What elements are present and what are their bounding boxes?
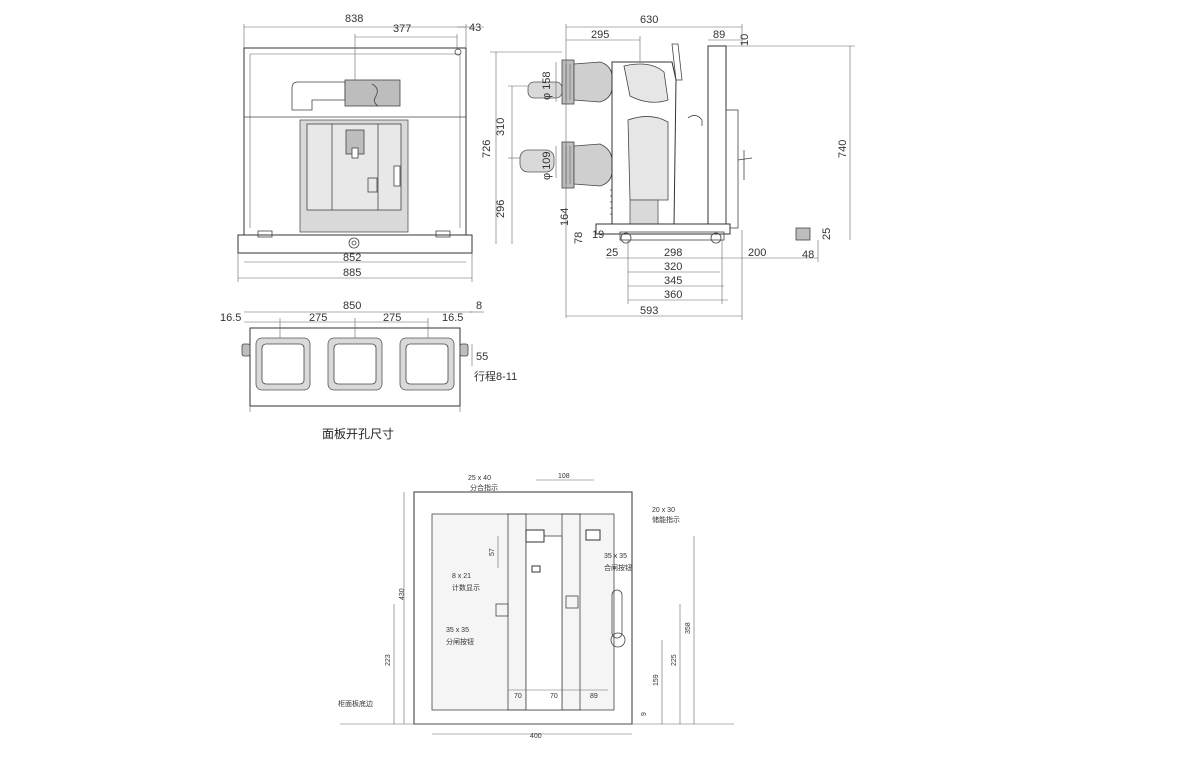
label-20x30-size: 20 x 30 <box>652 507 675 514</box>
label-open-name: 分闸按钮 <box>446 637 474 646</box>
phi-158: φ 158 <box>541 71 553 100</box>
dim-70-right: 70 <box>550 693 558 700</box>
dim-298: 298 <box>664 247 682 259</box>
label-25x40-size: 25 x 40 <box>468 475 491 482</box>
open-button-35x35 <box>495 603 509 617</box>
dim-200: 200 <box>748 247 766 259</box>
floor-label: 柜面板底边 <box>338 699 373 708</box>
dim-48: 48 <box>802 249 814 261</box>
dim-630: 630 <box>640 14 658 26</box>
label-counter-size: 8 x 21 <box>452 573 471 580</box>
dim-10: 10 <box>739 34 751 46</box>
dim-358: 358 <box>685 622 692 634</box>
dim-850: 850 <box>343 300 361 312</box>
dim-275-left: 275 <box>309 312 327 324</box>
dim-296: 296 <box>495 200 507 218</box>
dim-360: 360 <box>664 289 682 301</box>
dim-164: 164 <box>559 208 571 226</box>
dim-16-5-right: 16.5 <box>442 312 463 324</box>
dim-16-5-left: 16.5 <box>220 312 241 324</box>
dim-740: 740 <box>837 140 849 158</box>
front-lever <box>291 81 346 111</box>
dim-430: 430 <box>399 588 406 600</box>
front-handle-block <box>344 79 401 107</box>
indicator-25x40 <box>525 529 545 543</box>
label-close-size: 35 x 35 <box>604 553 627 560</box>
dim-108: 108 <box>558 473 570 480</box>
wheel-rear <box>710 232 722 244</box>
dim-9: 9 <box>641 712 648 716</box>
lower-contact <box>519 149 555 173</box>
dim-852: 852 <box>343 252 361 264</box>
dim-159: 159 <box>653 674 660 686</box>
dim-593: 593 <box>640 305 658 317</box>
indicator-20x30 <box>585 529 601 541</box>
dim-8: 8 <box>476 300 482 312</box>
dim-43: 43 <box>469 22 481 34</box>
label-open-size: 35 x 35 <box>446 627 469 634</box>
side-view: 630 295 89 10 740 726 310 296 φ 158 φ 10… <box>481 14 855 320</box>
dim-223: 223 <box>385 654 392 666</box>
dim-345: 345 <box>664 275 682 287</box>
dim-19: 19 <box>592 229 604 241</box>
dim-295: 295 <box>591 29 609 41</box>
dim-89: 89 <box>713 29 725 41</box>
panel-handle <box>611 589 623 639</box>
panel-view: 430 223 108 57 358 225 159 9 70 70 89 40… <box>338 473 734 740</box>
wheel-front <box>620 232 632 244</box>
dim-320: 320 <box>664 261 682 273</box>
dim-25-left: 25 <box>606 247 618 259</box>
phi-109: φ 109 <box>541 151 553 180</box>
counter-8x21 <box>531 565 541 573</box>
dim-400: 400 <box>530 733 542 740</box>
label-20x30-name: 储能指示 <box>652 515 680 524</box>
dim-225: 225 <box>671 654 678 666</box>
front-base-rail <box>237 234 473 254</box>
panel-cutout-caption: 面板开孔尺寸 <box>322 427 394 441</box>
dim-838: 838 <box>345 13 363 25</box>
dim-78: 78 <box>573 232 585 244</box>
dim-310: 310 <box>495 118 507 136</box>
stroke-label: 行程8-11 <box>474 370 517 383</box>
dim-377: 377 <box>393 23 411 35</box>
label-close-name: 合闸按钮 <box>604 563 632 572</box>
dim-275-right: 275 <box>383 312 401 324</box>
front-view: 838 377 43 852 885 <box>237 13 484 282</box>
close-button-35x35 <box>565 595 579 609</box>
front-crank-socket <box>348 237 360 249</box>
dim-25-right: 25 <box>821 228 833 240</box>
dim-885: 885 <box>343 267 361 279</box>
label-counter-name: 计数显示 <box>452 583 480 592</box>
dim-89-panel: 89 <box>590 693 598 700</box>
label-25x40-name: 分合指示 <box>470 483 498 492</box>
panel-crank-hole <box>610 632 626 648</box>
top-view: 850 16.5 275 275 16.5 8 55 行程8-11 <box>220 300 517 412</box>
side-front-panel <box>707 45 727 231</box>
dim-726: 726 <box>481 140 493 158</box>
dim-70-left: 70 <box>514 693 522 700</box>
dim-55: 55 <box>476 351 488 363</box>
dim-57: 57 <box>489 548 496 556</box>
